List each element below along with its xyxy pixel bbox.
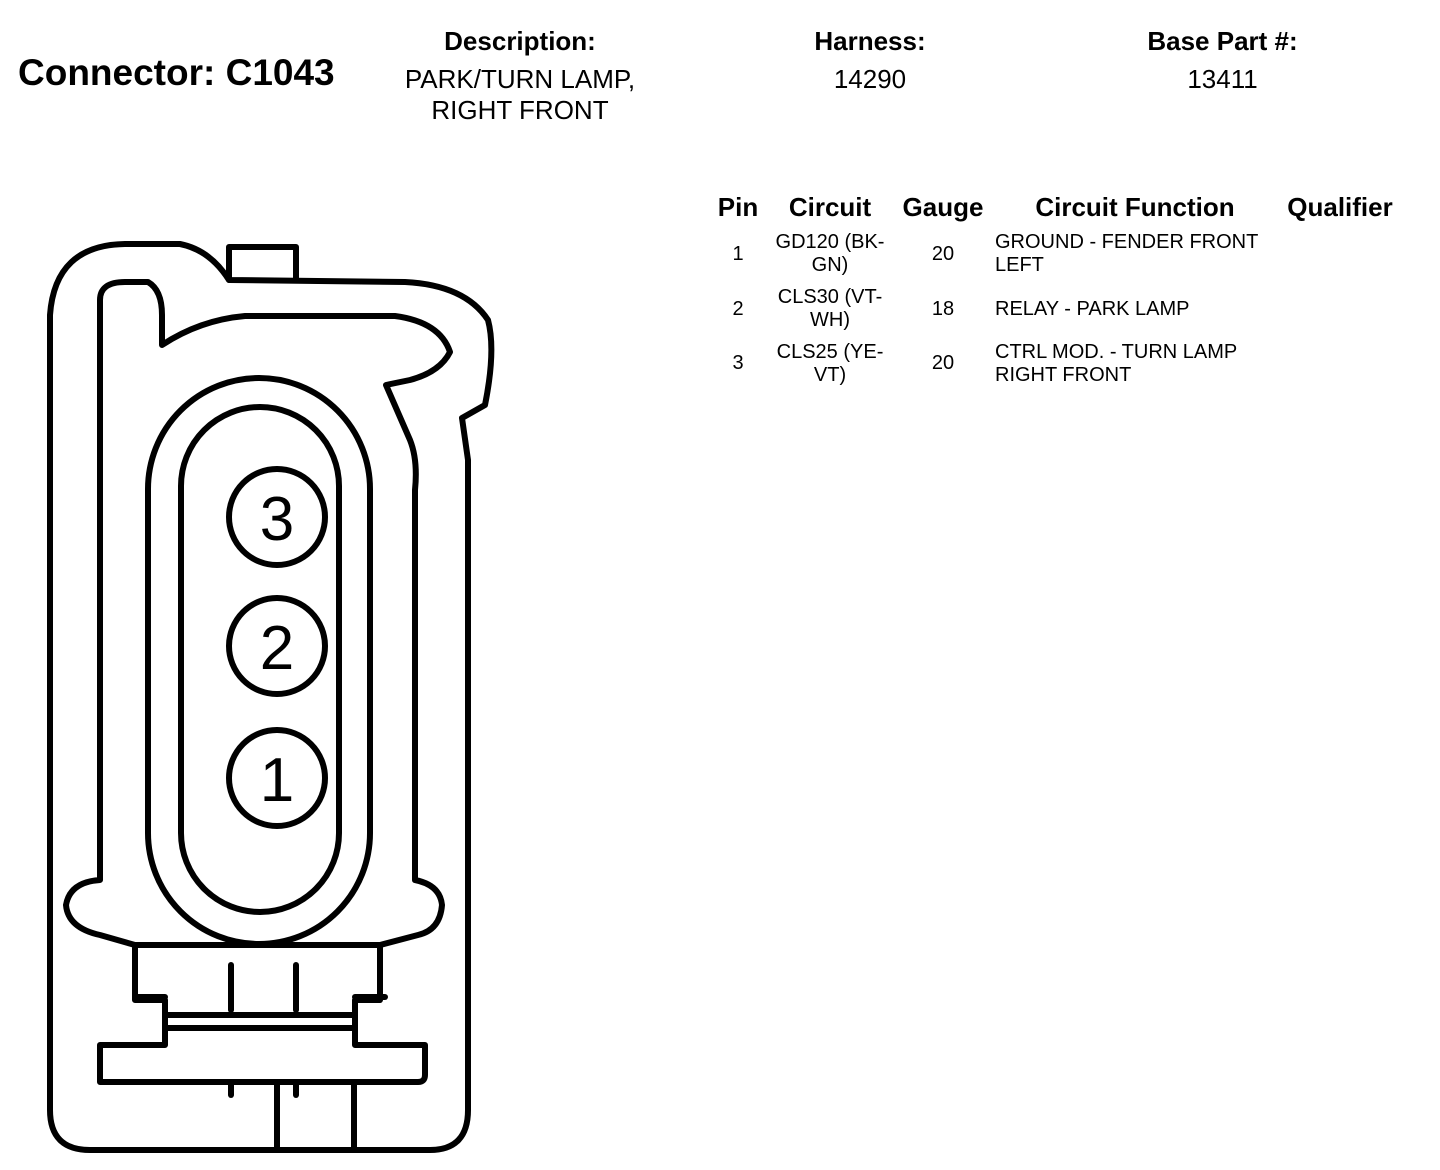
- pin-1-label: 1: [260, 746, 294, 815]
- column-header-circuit: Circuit: [788, 192, 872, 222]
- table-row-1-pin: 1: [732, 243, 744, 265]
- description-label: Description:: [444, 26, 596, 56]
- cavity-inner-oval: [178, 404, 342, 915]
- circuit-line-2: GN): [811, 254, 849, 276]
- harness-value: 14290: [833, 64, 907, 94]
- column-header-circuit-function: Circuit Function: [1035, 192, 1235, 222]
- outer-housing: [47, 241, 495, 1153]
- circuit-line-1: GD120 (BK-: [775, 231, 885, 253]
- pin-3-circle: [226, 466, 328, 568]
- table-row-2-pin: 2: [732, 298, 744, 320]
- function-line-2: RIGHT FRONT: [995, 364, 1132, 386]
- harness-label: Harness:: [814, 26, 926, 56]
- circuit-line-1: CLS30 (VT-: [777, 286, 883, 308]
- table-row-2-gauge: 18: [931, 298, 955, 320]
- circuit-line-1: CLS25 (YE-: [776, 341, 884, 363]
- table-row-1-gauge: 20: [931, 243, 955, 265]
- inner-housing-wall: [63, 279, 453, 1085]
- circuit-line-2: WH): [810, 309, 850, 331]
- column-header-pin: Pin: [717, 192, 759, 222]
- column-header-qualifier: Qualifier: [1287, 192, 1393, 222]
- pin-1-circle: [226, 727, 328, 829]
- column-header-gauge: Gauge: [902, 192, 984, 222]
- description-line-1: PARK/TURN LAMP,: [404, 64, 636, 94]
- table-row-1-circuit: GD120 (BK- GN): [765, 231, 895, 277]
- function-line-1: GROUND - FENDER FRONT: [995, 231, 1259, 253]
- circuit-line-2: VT): [813, 364, 847, 386]
- function-line-2: LEFT: [995, 254, 1044, 276]
- description-value: PARK/TURN LAMP, RIGHT FRONT: [370, 64, 670, 126]
- table-row-3-pin: 3: [732, 352, 744, 374]
- table-row-3-function: CTRL MOD. - TURN LAMP RIGHT FRONT: [995, 341, 1285, 387]
- base-part-label: Base Part #:: [1147, 26, 1298, 56]
- function-line-1: RELAY - PARK LAMP: [995, 298, 1190, 320]
- latch-tab: [226, 244, 299, 283]
- pin-2-label: 2: [260, 614, 294, 683]
- table-row-2-function: RELAY - PARK LAMP: [995, 298, 1285, 321]
- table-row-1-function: GROUND - FENDER FRONT LEFT: [995, 231, 1285, 277]
- table-row-3-gauge: 20: [931, 352, 955, 374]
- table-row-3-circuit: CLS25 (YE- VT): [765, 341, 895, 387]
- pin-2-circle: [226, 595, 328, 697]
- base-part-value: 13411: [1187, 64, 1258, 94]
- pin-3-label: 3: [260, 485, 294, 554]
- table-row-2-circuit: CLS30 (VT- WH): [765, 286, 895, 332]
- description-line-2: RIGHT FRONT: [431, 95, 609, 125]
- bottom-key: [274, 1079, 357, 1153]
- function-line-1: CTRL MOD. - TURN LAMP: [995, 341, 1238, 363]
- connector-title: Connector: C1043: [18, 52, 335, 93]
